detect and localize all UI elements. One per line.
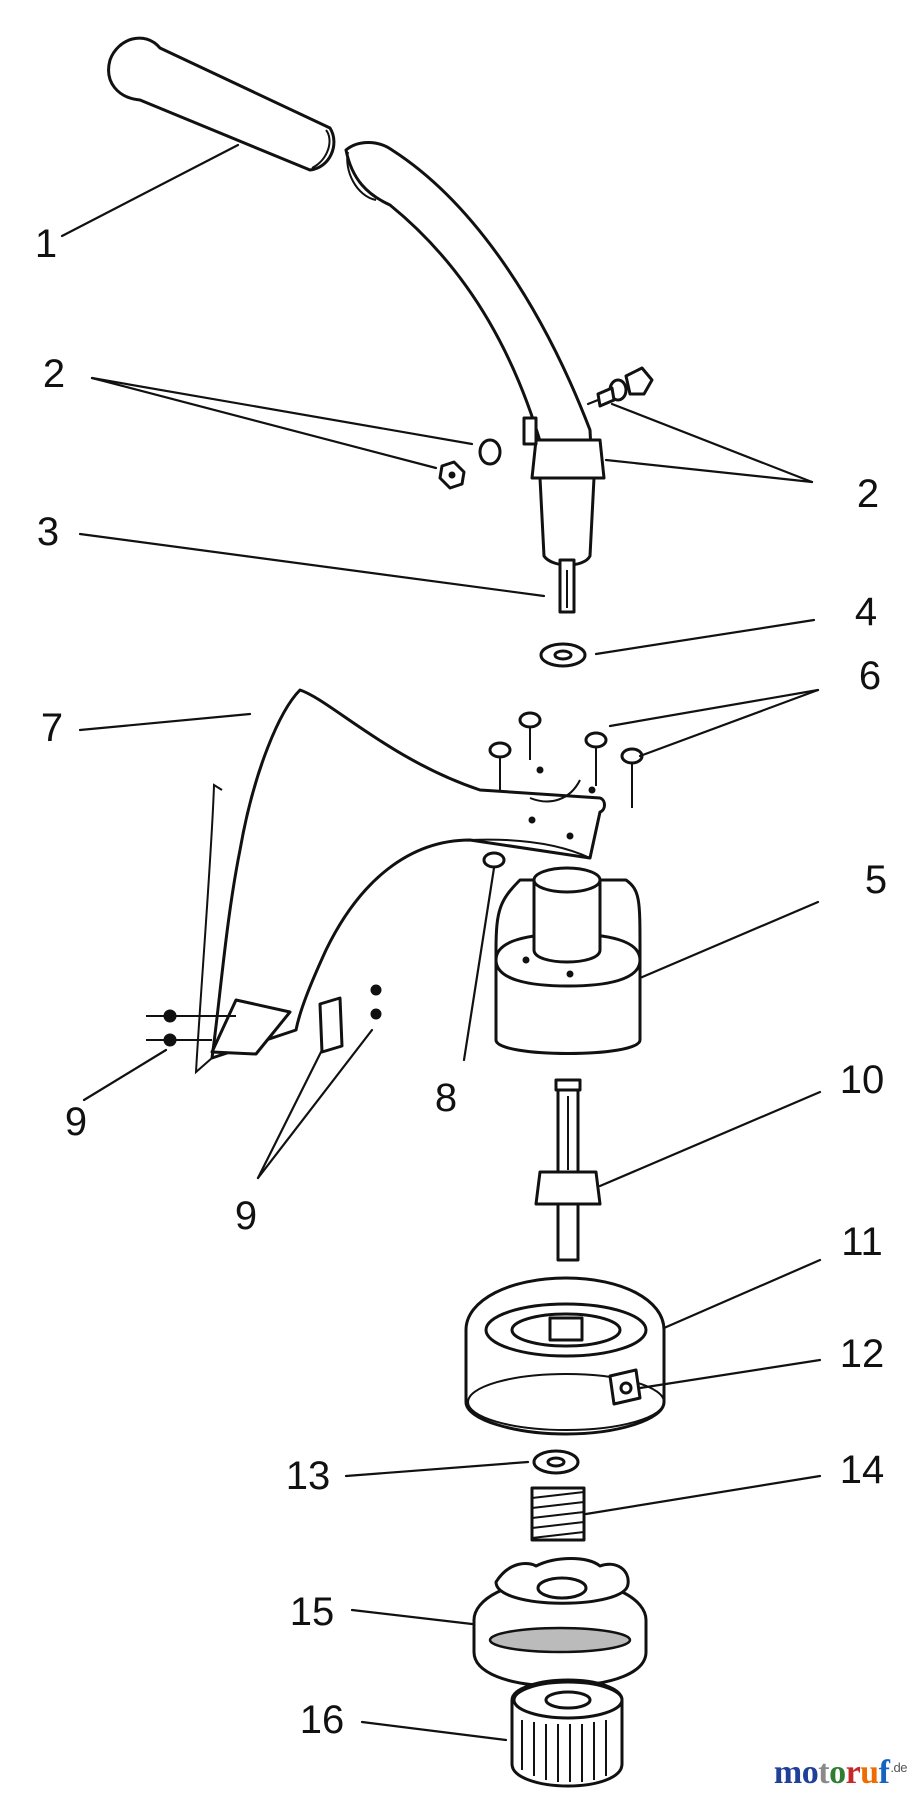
shaft-tube-upper (107, 36, 336, 172)
callout-10: 10 (839, 1058, 885, 1102)
watermark-letter: r (845, 1754, 861, 1791)
motoruf-watermark: motoruf.de (773, 1754, 908, 1792)
watermark-letter: u (860, 1754, 879, 1791)
watermark-letter: t (818, 1754, 830, 1791)
shaft-tube-lower (344, 141, 594, 472)
callout-2b: 2 (856, 472, 880, 516)
housing-screw (462, 851, 506, 1062)
callout-7: 7 (40, 706, 64, 750)
watermark-letter: f (878, 1754, 890, 1791)
callout-16: 16 (299, 1698, 345, 1742)
watermark-letter: o (829, 1754, 846, 1791)
bump-knob (510, 1678, 624, 1788)
callout-2a: 2 (42, 352, 66, 396)
callout-9a: 9 (64, 1100, 88, 1144)
spring (530, 1486, 586, 1542)
gearhead-housing (494, 866, 642, 1055)
callout-4: 4 (854, 590, 878, 634)
watermark-letter: m (773, 1754, 802, 1791)
callout-9b: 9 (234, 1194, 258, 1238)
shaft-housing (538, 476, 596, 614)
callout-14: 14 (839, 1448, 885, 1492)
bolt-right (586, 366, 654, 408)
callout-1: 1 (34, 222, 58, 266)
callout-3: 3 (36, 510, 60, 554)
watermark-suffix: .de (890, 1760, 907, 1775)
watermark-letter: o (801, 1754, 819, 1791)
callout-15: 15 (289, 1590, 335, 1634)
washer (539, 642, 587, 668)
callout-12: 12 (839, 1332, 885, 1376)
line-eyelet (608, 1368, 642, 1406)
spool (472, 1557, 648, 1688)
drive-shaft (534, 1078, 602, 1262)
spool-housing (464, 1276, 666, 1436)
nut-and-washer-left (438, 438, 502, 490)
guard (194, 688, 606, 1075)
callout-11: 11 (841, 1220, 883, 1264)
callout-8: 8 (434, 1076, 458, 1120)
callout-13: 13 (285, 1454, 331, 1498)
leader-lines (60, 143, 822, 1742)
callout-5: 5 (864, 858, 888, 902)
clamp-bracket (522, 416, 606, 480)
guard-screws (488, 711, 644, 808)
line-cutter-blade (146, 984, 382, 1056)
spool-washer (532, 1449, 580, 1475)
callout-6: 6 (858, 654, 882, 698)
